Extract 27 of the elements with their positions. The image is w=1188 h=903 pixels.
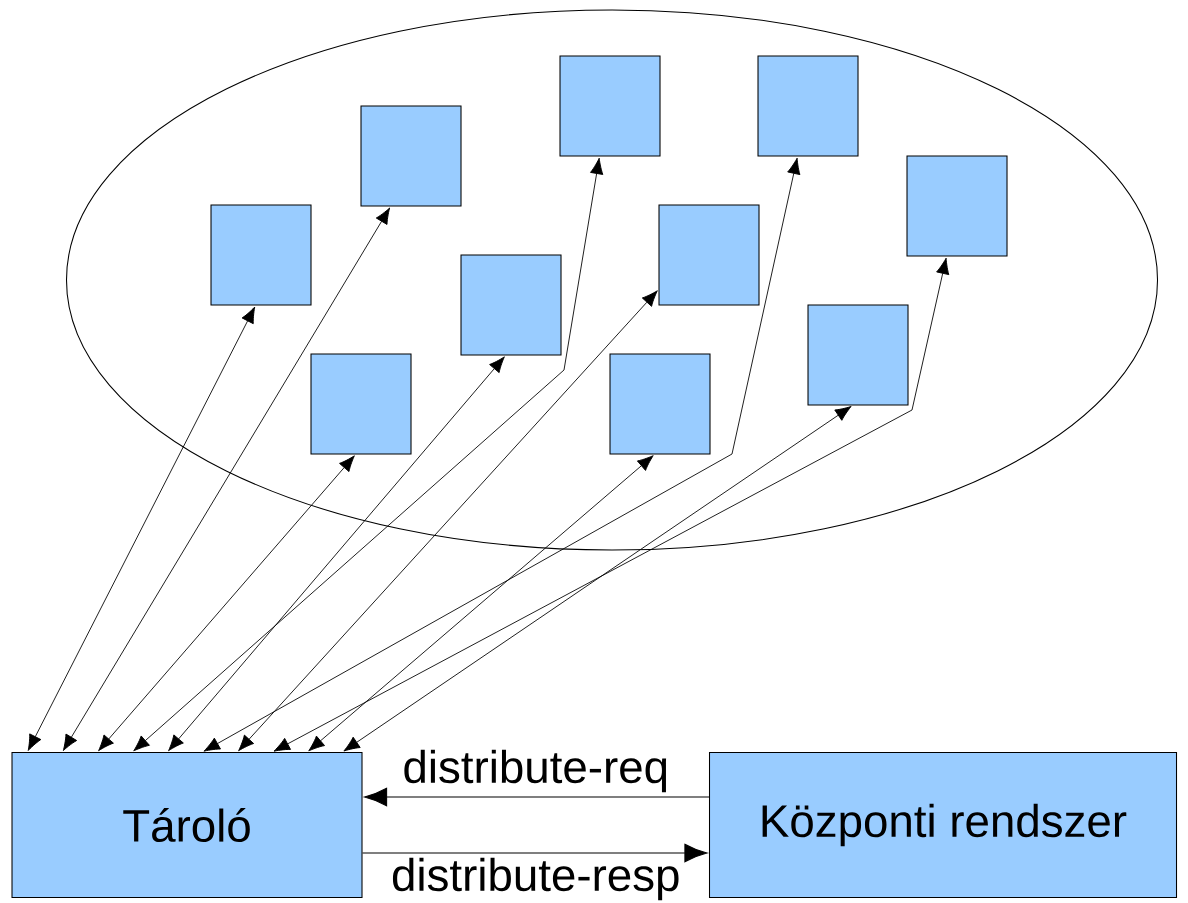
square-box (658, 204, 760, 306)
edge-label: distribute-resp (389, 855, 683, 903)
square-box (559, 55, 661, 157)
arrow (308, 455, 654, 752)
square-box (360, 105, 462, 207)
arrow (273, 257, 950, 752)
square-box (210, 204, 312, 306)
arrow (168, 356, 505, 752)
process-box: Tároló (11, 752, 363, 899)
square-box (906, 155, 1008, 257)
square-box (460, 254, 562, 356)
group-ellipse (65, 9, 1159, 551)
arrow (238, 290, 658, 752)
arrow (343, 406, 852, 752)
arrow (364, 787, 710, 807)
arrow (203, 157, 801, 752)
arrow (62, 207, 391, 751)
square-box (310, 353, 412, 455)
arrow (362, 843, 708, 863)
square-box (757, 55, 859, 157)
arrow (27, 306, 256, 751)
process-box: Központi rendszer (709, 752, 1178, 899)
arrow (133, 157, 604, 752)
square-box (807, 304, 909, 406)
edge-label: distribute-req (400, 747, 671, 795)
arrow (98, 455, 355, 752)
square-box (609, 353, 711, 455)
